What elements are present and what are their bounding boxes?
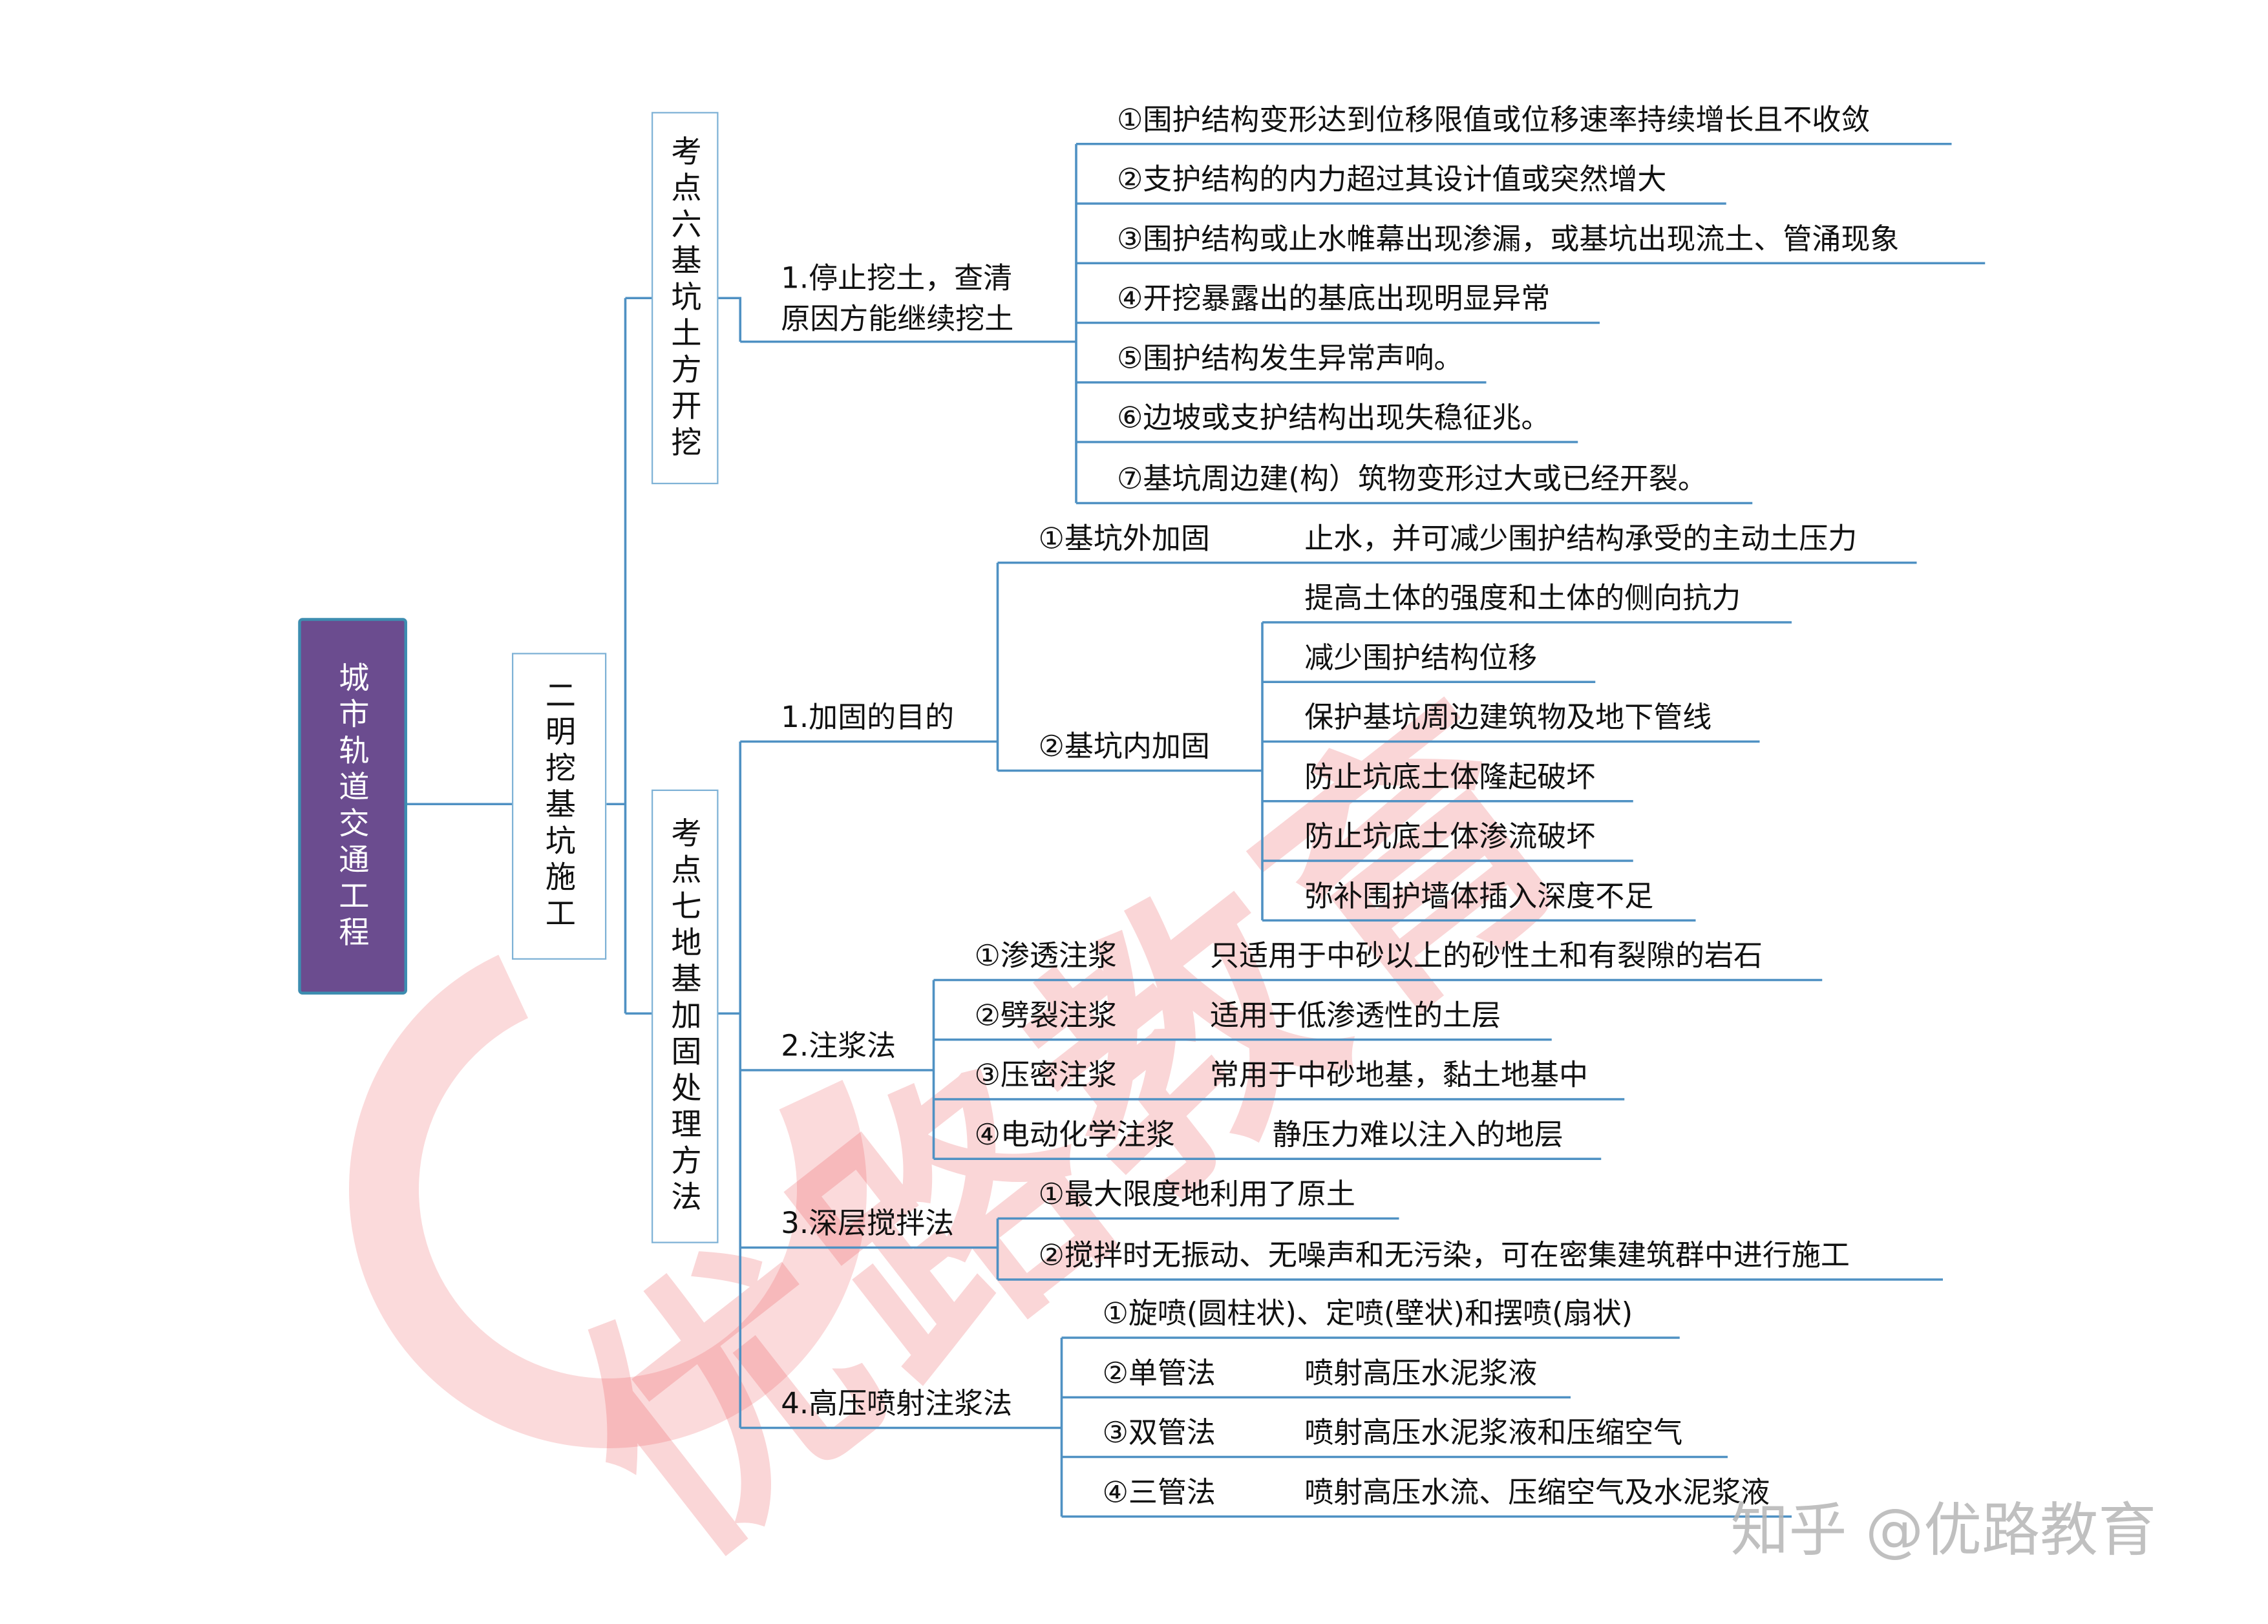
jet-label: 4.高压喷射注浆法: [781, 1386, 1013, 1421]
root-node[interactable]: 城市轨道交通工程: [298, 618, 407, 995]
topic6-item: ⑤围护结构发生异常声响。: [1117, 340, 1463, 375]
grouting-name: ①渗透注浆: [974, 938, 1117, 973]
grouting-desc: 适用于低渗透性的土层: [1210, 997, 1501, 1033]
mixing-item: ①最大限度地利用了原土: [1038, 1176, 1355, 1212]
grouting-name: ②劈裂注浆: [974, 997, 1117, 1033]
mixing-label: 3.深层搅拌法: [781, 1205, 955, 1241]
jet-desc: 喷射高压水泥浆液: [1304, 1355, 1538, 1390]
jet-name: ④三管法: [1102, 1474, 1216, 1510]
inside-item: 保护基坑周边建筑物及地下管线: [1304, 699, 1712, 735]
source-credit: 知乎 @优路教育: [1730, 1497, 2157, 1565]
grouting-desc: 只适用于中砂以上的砂性土和有裂隙的岩石: [1210, 938, 1763, 973]
grouting-name: ④电动化学注浆: [974, 1117, 1175, 1152]
topic7-label: 考点七地基加固处理方法: [667, 816, 703, 1217]
jet-first: ①旋喷(圆柱状)、定喷(壁状)和摆喷(扇状): [1102, 1295, 1633, 1331]
mixing-item: ②搅拌时无振动、无噪声和无污染，可在密集建筑群中进行施工: [1038, 1237, 1850, 1272]
grouting-desc: 静压力难以注入的地层: [1272, 1117, 1563, 1152]
outside-desc: 止水，并可减少围护结构承受的主动土压力: [1304, 520, 1858, 556]
topic6-node[interactable]: 考点六基坑土方开挖: [652, 112, 719, 485]
topic6-branch-line2: 原因方能继续挖土: [781, 301, 1014, 336]
jet-name: ③双管法: [1102, 1415, 1216, 1450]
jet-desc: 喷射高压水泥浆液和压缩空气: [1304, 1415, 1683, 1450]
inside-item: 防止坑底土体隆起破坏: [1304, 759, 1596, 794]
jet-name: ②单管法: [1102, 1355, 1216, 1390]
purpose-label: 1.加固的目的: [781, 699, 955, 735]
inside-item: 提高土体的强度和土体的侧向抗力: [1304, 580, 1741, 615]
topic6-branch-line1: 1.停止挖土，查清: [781, 260, 1013, 295]
grouting-name: ③压密注浆: [974, 1057, 1117, 1092]
outside-label: ①基坑外加固: [1038, 520, 1210, 556]
topic6-item: ⑦基坑周边建(构）筑物变形过大或已经开裂。: [1117, 461, 1707, 496]
inside-item: 弥补围护墙体插入深度不足: [1304, 878, 1654, 913]
inside-item: 防止坑底土体渗流破坏: [1304, 818, 1596, 854]
topic6-item: ⑥边坡或支护结构出现失稳征兆。: [1117, 399, 1551, 435]
topic6-item: ④开挖暴露出的基底出现明显异常: [1117, 280, 1551, 316]
inside-item: 减少围护结构位移: [1304, 640, 1538, 675]
jet-desc: 喷射高压水流、压缩空气及水泥浆液: [1304, 1474, 1770, 1510]
topic6-label: 考点六基坑土方开挖: [667, 134, 703, 462]
root-label: 城市轨道交通工程: [335, 660, 370, 952]
grouting-label: 2.注浆法: [781, 1028, 896, 1063]
topic6-item: ③围护结构或止水帷幕出现渗漏，或基坑出现流土、管涌现象: [1117, 221, 1900, 256]
topic6-item: ①围护结构变形达到位移限值或位移速率持续增长且不收敛: [1117, 101, 1871, 137]
level1-node[interactable]: 二明挖基坑施工: [512, 653, 607, 960]
topic6-item: ②支护结构的内力超过其设计值或突然增大: [1117, 161, 1667, 196]
grouting-desc: 常用于中砂地基，黏土地基中: [1210, 1057, 1588, 1092]
inside-label: ②基坑内加固: [1038, 728, 1210, 764]
topic7-node[interactable]: 考点七地基加固处理方法: [652, 789, 719, 1243]
level1-label: 二明挖基坑施工: [542, 679, 577, 934]
